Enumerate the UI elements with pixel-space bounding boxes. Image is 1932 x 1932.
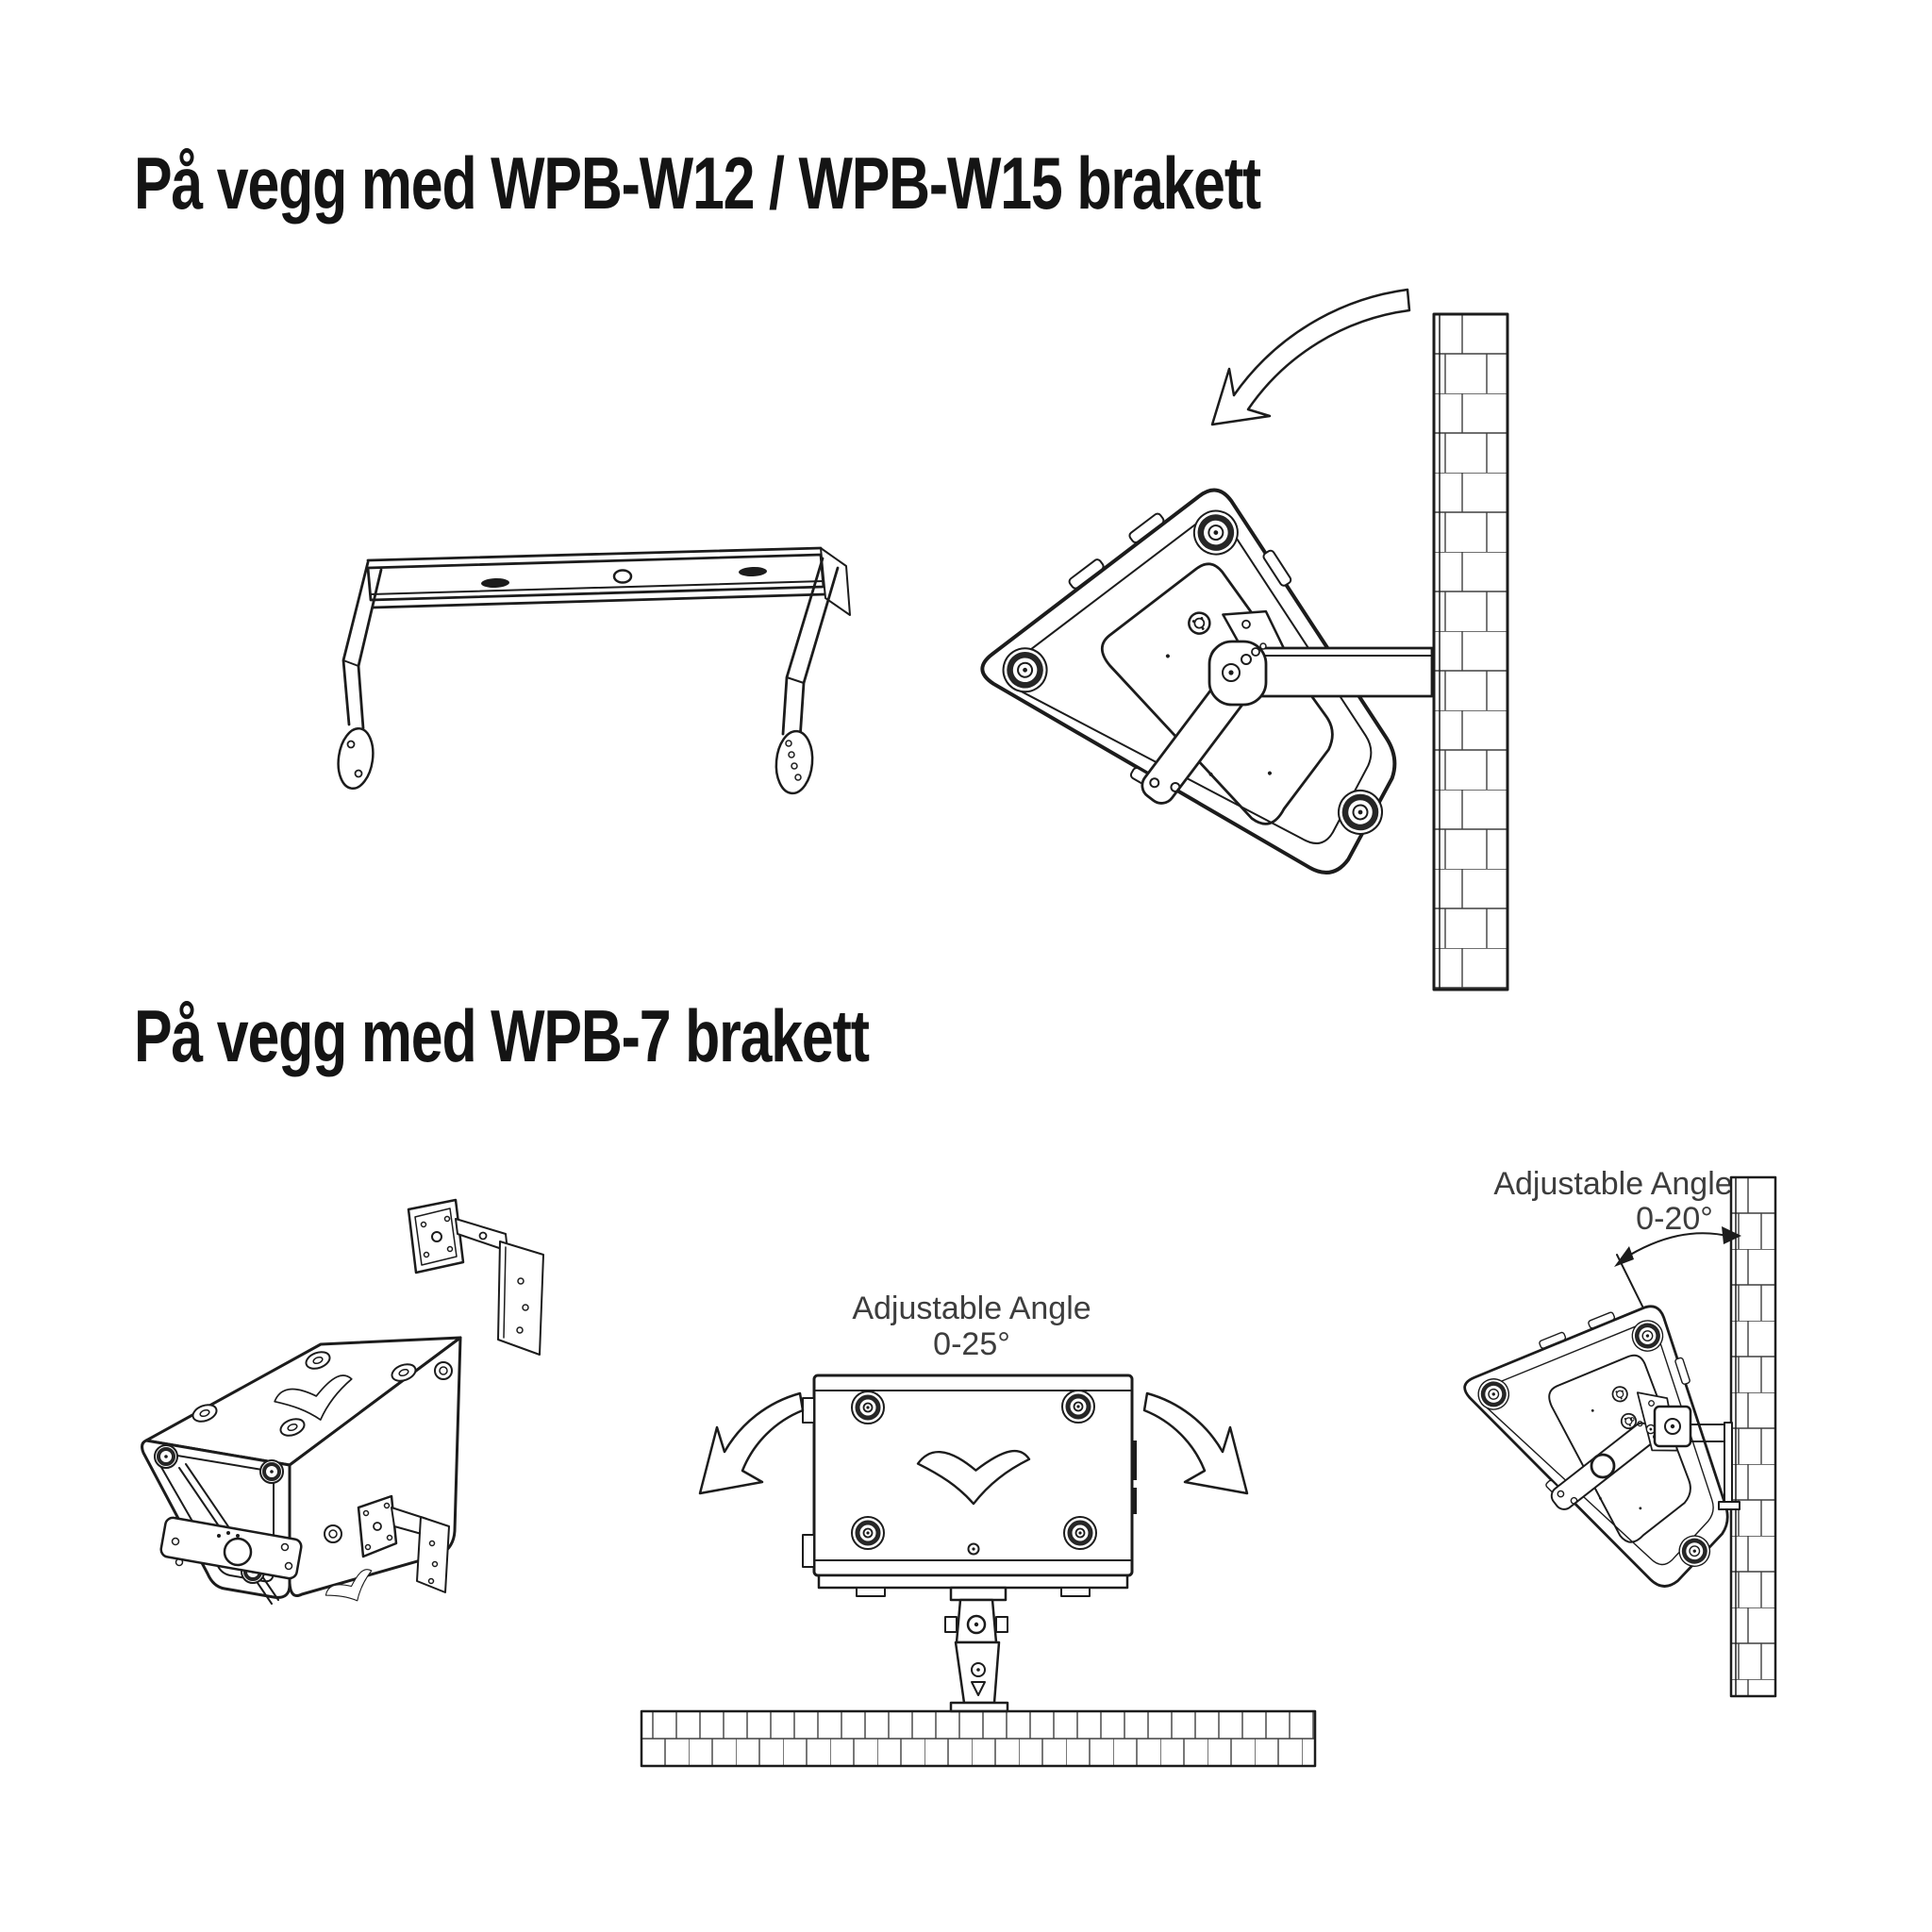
curved-arrow-icon — [1210, 288, 1411, 426]
figure-wall-bracket — [337, 546, 851, 795]
label-adjustable-angle-side: Adjustable Angle — [1493, 1166, 1733, 1202]
label-angle-range-side: 0-20° — [1636, 1201, 1713, 1237]
tilt-arrow-left-icon — [698, 1391, 805, 1495]
brick-wall — [1729, 1175, 1777, 1698]
brick-ledge — [640, 1709, 1317, 1768]
top-feet — [192, 1351, 417, 1437]
tilt-arrow-right-icon — [1142, 1391, 1249, 1495]
figure-side-tilt — [1443, 1175, 1777, 1698]
wpb7-bracket-mounted — [357, 1494, 450, 1593]
speaker-rear — [961, 472, 1438, 974]
speaker-cabinet — [141, 1336, 462, 1613]
speaker-rear — [1456, 1295, 1748, 1626]
bracket-right-arm — [774, 557, 840, 795]
brick-wall — [1432, 312, 1509, 991]
pivot-bracket — [944, 1586, 1009, 1713]
heading-wpb-w12-w15: På vegg med WPB-W12 / WPB-W15 brakett — [134, 142, 1261, 225]
bracket-left-arm — [337, 560, 383, 791]
wpb7-bracket-detached — [407, 1198, 544, 1356]
bracket-bar — [366, 546, 851, 616]
mount-bracket — [1653, 1405, 1740, 1510]
speaker-front — [802, 1374, 1137, 1597]
label-adjustable-angle-front: Adjustable Angle — [852, 1291, 1091, 1326]
mount-arm — [1208, 640, 1434, 707]
rear-strap-plate — [159, 1516, 303, 1580]
figure-speaker-wpb7 — [141, 1198, 544, 1613]
heading-wpb-7: På vegg med WPB-7 brakett — [134, 994, 870, 1077]
label-angle-range-front: 0-25° — [933, 1326, 1010, 1362]
figure-speaker-on-wall — [961, 288, 1509, 991]
figure-front-tilt — [640, 1374, 1317, 1768]
